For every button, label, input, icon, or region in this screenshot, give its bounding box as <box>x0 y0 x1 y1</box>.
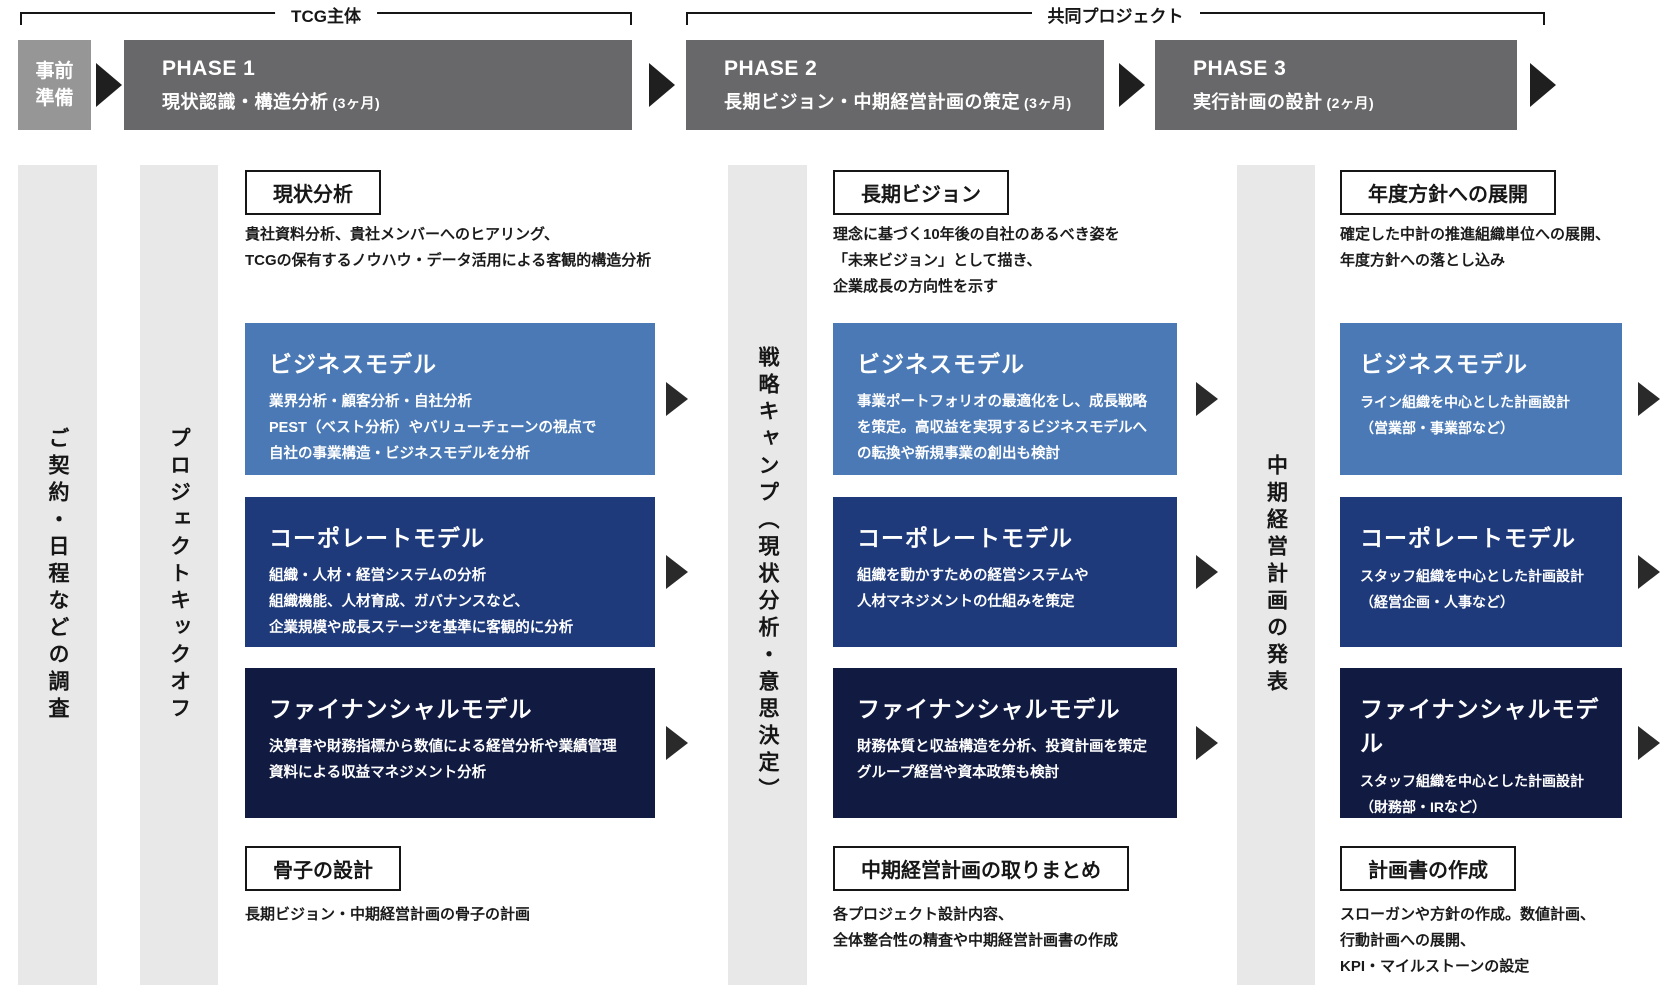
phase-1-duration: (3ヶ月) <box>332 94 381 111</box>
column2-top-title-box: 長期ビジョン <box>833 170 1009 215</box>
column1-bottom-desc: 長期ビジョン・中期経営計画の骨子の計画 <box>245 906 531 923</box>
model-desc: 組織・人材・経営システムの分析 組織機能、人材育成、ガバナンスなど、 企業規模や… <box>269 568 574 636</box>
model-desc: 事業ポートフォリオの最適化をし、成長戦略を策定。高収益を実現するビジネスモデルへ… <box>857 394 1147 462</box>
model-desc: 業界分析・顧客分析・自社分析 PEST（ベスト分析）やバリューチェーンの視点で … <box>269 394 597 462</box>
phase-1-name: PHASE 1 <box>162 56 256 80</box>
column2-business-model-box: ビジネスモデル 事業ポートフォリオの最適化をし、成長戦略を策定。高収益を実現する… <box>833 323 1177 475</box>
joint-project-scope-bracket: 共同プロジェクト <box>686 2 1545 27</box>
phase-3-box: PHASE 3 実行計画の設計(2ヶ月) <box>1155 40 1517 130</box>
arrow-right-icon <box>1530 63 1556 107</box>
sidebar-project-kickoff-label: プロジェクトキックオフ <box>167 426 191 724</box>
model-desc: スタッフ組織を中心とした計画設計 （財務部・IRなど） <box>1360 773 1584 815</box>
arrow-right-icon <box>666 555 688 589</box>
sidebar-contract-survey: ご契約・日程などの調査 <box>18 165 97 985</box>
pre-preparation-box: 事前 準備 <box>18 40 91 130</box>
column3-top-desc: 確定した中計の推進組織単位への展開、 年度方針への落とし込み <box>1340 226 1611 269</box>
arrow-right-icon <box>1196 382 1218 416</box>
arrow-right-icon <box>1196 555 1218 589</box>
sidebar-midterm-plan-announcement: 中期経営計画の発表 <box>1237 165 1315 985</box>
column2-financial-model-box: ファイナンシャルモデル 財務体質と収益構造を分析、投資計画を策定 グループ経営や… <box>833 668 1177 818</box>
column3-corporate-model-box: コーポレートモデル スタッフ組織を中心とした計画設計 （経営企画・人事など） <box>1340 497 1622 647</box>
model-title: コーポレートモデル <box>857 525 1073 551</box>
column1-top-desc: 貴社資料分析、貴社メンバーへのヒアリング、 TCGの保有するノウハウ・データ活用… <box>245 226 652 269</box>
model-title: ビジネスモデル <box>269 351 437 377</box>
arrow-right-icon <box>1196 726 1218 760</box>
arrow-right-icon <box>96 63 122 107</box>
arrow-right-icon <box>666 726 688 760</box>
arrow-right-icon <box>649 63 675 107</box>
phase-2-box: PHASE 2 長期ビジョン・中期経営計画の策定(3ヶ月) <box>686 40 1104 130</box>
tcg-scope-label: TCG主体 <box>275 2 377 27</box>
arrow-right-icon <box>666 382 688 416</box>
sidebar-strategy-camp: 戦略キャンプ（現状分析・意思決定） <box>728 165 807 985</box>
model-title: ビジネスモデル <box>1360 351 1528 377</box>
phase-2-name: PHASE 2 <box>724 56 818 80</box>
column1-bottom-title-box: 骨子の設計 <box>245 846 401 891</box>
joint-project-scope-label: 共同プロジェクト <box>1031 2 1200 27</box>
model-desc: スタッフ組織を中心とした計画設計 （経営企画・人事など） <box>1360 568 1584 610</box>
phase-2-duration: (3ヶ月) <box>1024 94 1072 111</box>
column1-corporate-model-box: コーポレートモデル 組織・人材・経営システムの分析 組織機能、人材育成、ガバナン… <box>245 497 655 647</box>
arrow-right-icon <box>1638 555 1660 589</box>
arrow-right-icon <box>1638 382 1660 416</box>
column1-business-model-box: ビジネスモデル 業界分析・顧客分析・自社分析 PEST（ベスト分析）やバリューチ… <box>245 323 655 475</box>
model-title: コーポレートモデル <box>269 525 485 551</box>
column2-top-desc: 理念に基づく10年後の自社のあるべき姿を 「未来ビジョン」として描き、 企業成長… <box>833 226 1120 295</box>
column3-bottom-desc: スローガンや方針の作成。数値計画、 行動計画への展開、 KPI・マイルストーンの… <box>1340 906 1596 975</box>
phase-2-title: 長期ビジョン・中期経営計画の策定(3ヶ月) <box>724 91 1072 112</box>
model-desc: 組織を動かすための経営システムや 人材マネジメントの仕組みを策定 <box>857 568 1089 610</box>
model-title: ファイナンシャルモデル <box>269 696 533 722</box>
column3-bottom-title-box: 計画書の作成 <box>1340 846 1516 891</box>
model-desc: 財務体質と収益構造を分析、投資計画を策定 グループ経営や資本政策も検討 <box>857 739 1147 781</box>
model-desc: ライン組織を中心とした計画設計 （営業部・事業部など） <box>1360 394 1570 436</box>
model-title: ビジネスモデル <box>857 351 1025 377</box>
phase-1-title: 現状認識・構造分析(3ヶ月) <box>162 91 381 112</box>
phase-1-box: PHASE 1 現状認識・構造分析(3ヶ月) <box>124 40 632 130</box>
column2-bottom-title-box: 中期経営計画の取りまとめ <box>833 846 1129 891</box>
sidebar-contract-survey-label: ご契約・日程などの調査 <box>46 426 69 724</box>
column3-top-title-box: 年度方針への展開 <box>1340 170 1556 215</box>
sidebar-project-kickoff: プロジェクトキックオフ <box>140 165 218 985</box>
column1-top-title-box: 現状分析 <box>245 170 381 215</box>
arrow-right-icon <box>1638 726 1660 760</box>
model-title: コーポレートモデル <box>1360 525 1576 551</box>
sidebar-strategy-camp-label: 戦略キャンプ（現状分析・意思決定） <box>756 345 779 805</box>
model-desc: 決算書や財務指標から数値による経営分析や業績管理資料による収益マネジメント分析 <box>269 739 617 781</box>
phase-3-name: PHASE 3 <box>1193 56 1287 80</box>
model-title: ファイナンシャルモデル <box>1360 696 1600 756</box>
column3-business-model-box: ビジネスモデル ライン組織を中心とした計画設計 （営業部・事業部など） <box>1340 323 1622 475</box>
phase-3-title: 実行計画の設計(2ヶ月) <box>1193 91 1375 112</box>
sidebar-midterm-plan-announcement-label: 中期経営計画の発表 <box>1264 453 1288 697</box>
tcg-scope-bracket: TCG主体 <box>20 2 632 27</box>
pre-preparation-label: 事前 準備 <box>35 61 74 109</box>
column2-bottom-desc: 各プロジェクト設計内容、 全体整合性の精査や中期経営計画書の作成 <box>833 906 1119 949</box>
model-title: ファイナンシャルモデル <box>857 696 1121 722</box>
arrow-right-icon <box>1119 63 1145 107</box>
phase-3-duration: (2ヶ月) <box>1326 94 1375 111</box>
column3-financial-model-box: ファイナンシャルモデル スタッフ組織を中心とした計画設計 （財務部・IRなど） <box>1340 668 1622 818</box>
column1-financial-model-box: ファイナンシャルモデル 決算書や財務指標から数値による経営分析や業績管理資料によ… <box>245 668 655 818</box>
column2-corporate-model-box: コーポレートモデル 組織を動かすための経営システムや 人材マネジメントの仕組みを… <box>833 497 1177 647</box>
